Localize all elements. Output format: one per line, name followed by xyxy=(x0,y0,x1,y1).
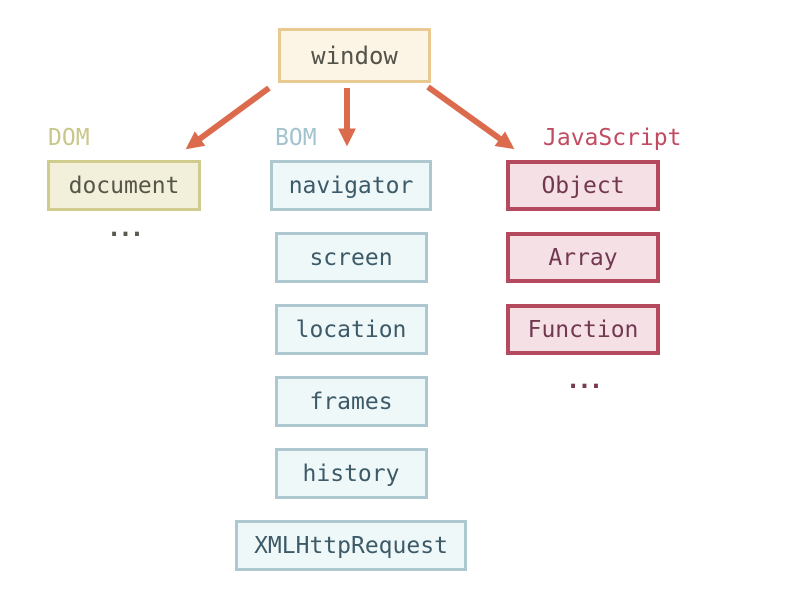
ellipsis-dom: ... xyxy=(106,214,144,242)
node-label: screen xyxy=(309,244,393,271)
node-box-javascript: Array xyxy=(506,232,660,283)
node-label: frames xyxy=(309,388,393,415)
node-label: history xyxy=(302,460,400,487)
ellipsis-javascript: ... xyxy=(565,366,603,394)
node-box-javascript: Object xyxy=(506,160,660,211)
node-box-bom: frames xyxy=(274,376,428,427)
column-label-javascript: JavaScript xyxy=(543,125,682,151)
javascript-column: Object Array Function xyxy=(448,160,718,355)
node-label: Object xyxy=(541,172,625,199)
node-box-bom: screen xyxy=(274,232,428,283)
node-box-bom: history xyxy=(274,448,428,499)
node-window-label: window xyxy=(311,41,398,70)
node-label: document xyxy=(68,172,180,199)
dom-column: document xyxy=(47,160,201,211)
node-box-bom: navigator xyxy=(269,160,433,211)
node-label: Array xyxy=(548,244,618,271)
node-box-dom: document xyxy=(47,160,201,211)
arrow-window-to-dom xyxy=(185,85,271,150)
node-label: XMLHttpRequest xyxy=(254,532,448,559)
bom-column: navigator screen location frames history… xyxy=(216,160,486,571)
node-box-bom: location xyxy=(274,304,428,355)
column-label-dom: DOM xyxy=(48,125,90,151)
node-label: Function xyxy=(527,316,639,343)
node-box-bom: XMLHttpRequest xyxy=(235,520,467,571)
column-label-bom: BOM xyxy=(275,125,317,151)
node-label: navigator xyxy=(288,172,414,199)
node-window: window xyxy=(278,28,431,83)
node-label: location xyxy=(295,316,407,343)
node-box-javascript: Function xyxy=(506,304,660,355)
arrow-window-to-javascript xyxy=(426,84,515,150)
